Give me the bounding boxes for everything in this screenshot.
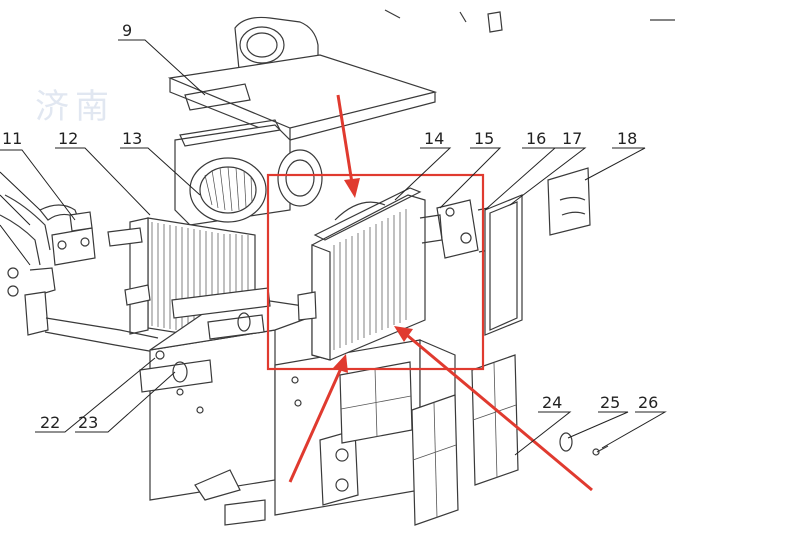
callout-17: 17 <box>562 129 582 148</box>
callout-9: 9 <box>122 21 132 40</box>
callout-26: 26 <box>638 393 658 412</box>
part-25-26-disc-screw <box>559 432 609 456</box>
callout-12: 12 <box>58 129 78 148</box>
part-17-filter-panel <box>484 194 523 336</box>
highlight-box <box>266 173 485 371</box>
callout-24: 24 <box>542 393 562 412</box>
top-right-fragments <box>384 9 675 33</box>
highlight-arrows <box>288 94 593 492</box>
callout-15: 15 <box>474 129 494 148</box>
callout-16: 16 <box>526 129 546 148</box>
part-15-16-valve-block <box>419 199 490 259</box>
callout-23: 23 <box>78 413 98 432</box>
part-11-pipework <box>0 194 159 353</box>
part-13-blower-fan <box>174 119 323 226</box>
callout-14: 14 <box>424 129 444 148</box>
part-24-grid-panels <box>411 354 519 526</box>
part-22-23-base-and-tubes <box>139 287 331 526</box>
watermark-text-top: 济南 <box>35 87 115 127</box>
callout-25: 25 <box>600 393 620 412</box>
callout-11: 11 <box>2 129 22 148</box>
part-18-bracket-plate <box>547 167 591 236</box>
part-14-radiator <box>297 187 426 361</box>
callout-13: 13 <box>122 129 142 148</box>
part-9-top-housing <box>167 16 438 141</box>
callout-22: 22 <box>40 413 60 432</box>
callout-18: 18 <box>617 129 637 148</box>
callout-leaders <box>0 39 667 456</box>
